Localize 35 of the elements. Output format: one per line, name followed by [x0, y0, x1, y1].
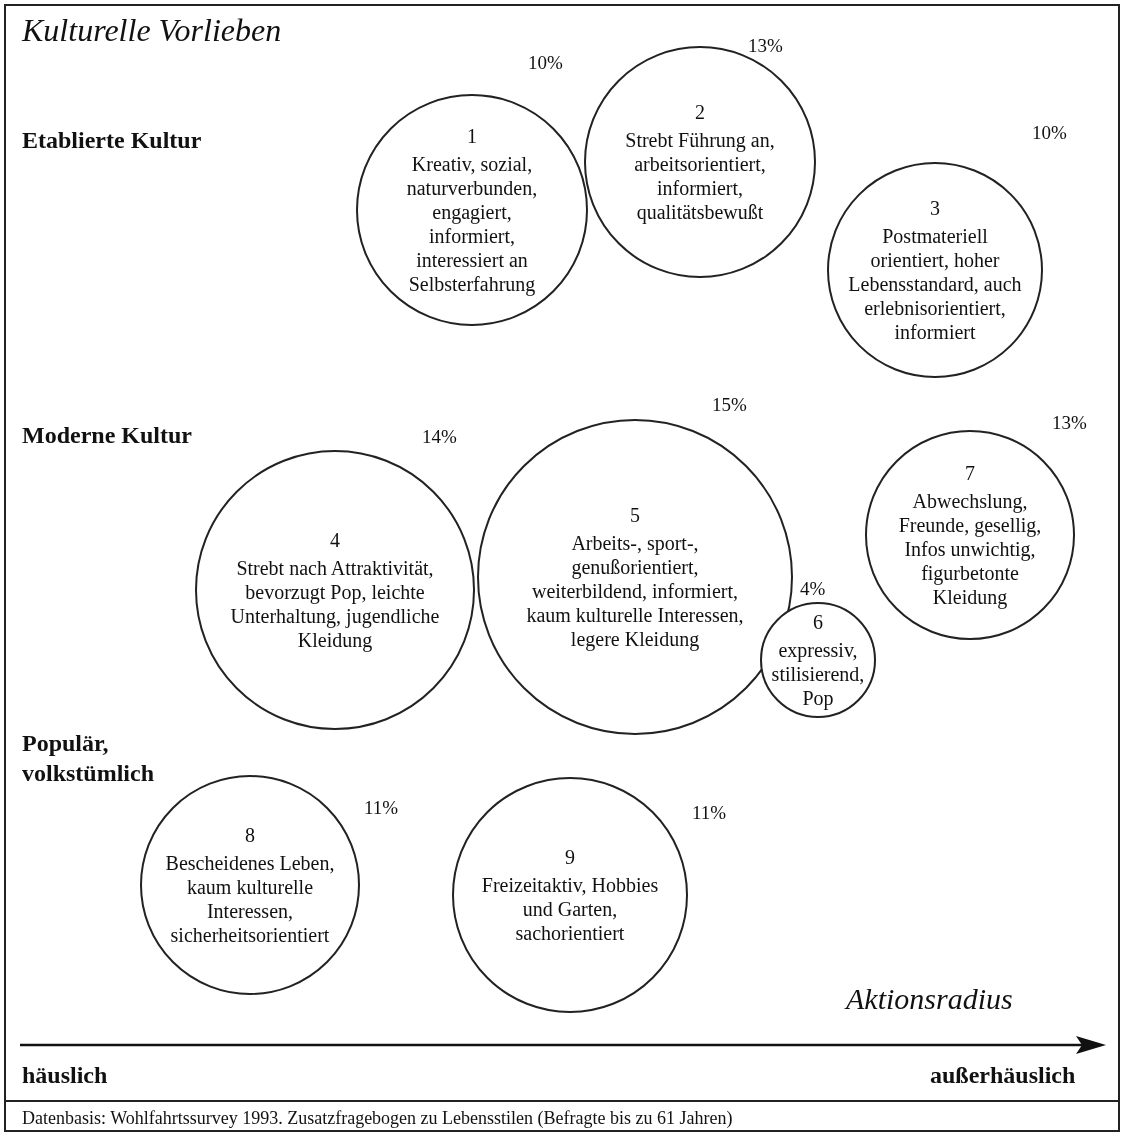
category-heading: Populär, volkstümlich	[22, 729, 156, 788]
axis-end-label: außerhäuslich	[930, 1061, 1076, 1090]
segment-description: Postmateriell orientiert, hoher Lebensstandard, auch erlebnisorientiert, informiert	[847, 224, 1023, 344]
segment-number: 9	[565, 845, 575, 869]
percentage-label: 4%	[800, 578, 826, 600]
segment-description: Arbeits-, sport-, genußorientiert, weiterbildend, informiert, kaum kulturelle Interessen, legere Kleidung	[525, 531, 745, 651]
segment-number: 8	[245, 823, 255, 847]
category-heading: Moderne Kultur	[22, 421, 192, 450]
segment-description: Strebt nach Attraktivität, bevorzugt Pop, leichte Unterhaltung, jugendliche Kleidung	[229, 556, 441, 652]
segment-number: 3	[930, 196, 940, 220]
axis-title: Aktionsradius	[846, 982, 1013, 1016]
segment-number: 4	[330, 528, 340, 552]
segment-number: 1	[467, 124, 477, 148]
segment-number: 5	[630, 503, 640, 527]
percentage-label: 15%	[712, 394, 747, 416]
percentage-label: 10%	[528, 52, 563, 74]
segment-description: Bescheidenes Leben, kaum kulturelle Interessen, sicherheitsorientiert	[164, 851, 336, 947]
percentage-label: 14%	[422, 426, 457, 448]
segment-description: expressiv, stilisierend, Pop	[770, 638, 866, 710]
segment-number: 2	[695, 100, 705, 124]
segment-description: Freizeitaktiv, Hobbies und Garten, sachorientiert	[480, 873, 660, 945]
percentage-label: 10%	[1032, 122, 1067, 144]
category-heading: Etablierte Kultur	[22, 126, 202, 155]
percentage-label: 13%	[1052, 412, 1087, 434]
segment-description: Abwechslung, Freunde, gesellig, Infos unwichtig, figurbetonte Kleidung	[897, 489, 1043, 609]
axis-end-label: häuslich	[22, 1061, 108, 1090]
segment-number: 6	[813, 610, 823, 634]
diagram-title: Kulturelle Vorlieben	[22, 12, 282, 49]
percentage-label: 11%	[364, 797, 399, 819]
segment-description: Kreativ, sozial, naturverbunden, engagiert, informiert, interessiert an Selbsterfahrung	[405, 152, 539, 296]
segment-number: 7	[965, 461, 975, 485]
percentage-label: 13%	[748, 35, 783, 57]
segment-description: Strebt Führung an, arbeitsorientiert, informiert, qualitätsbewußt	[624, 128, 776, 224]
percentage-label: 11%	[692, 802, 727, 824]
source-note: Datenbasis: Wohlfahrtssurvey 1993. Zusatzfragebogen zu Lebensstilen (Befragte bis zu 61 Jahren)	[22, 1108, 733, 1129]
